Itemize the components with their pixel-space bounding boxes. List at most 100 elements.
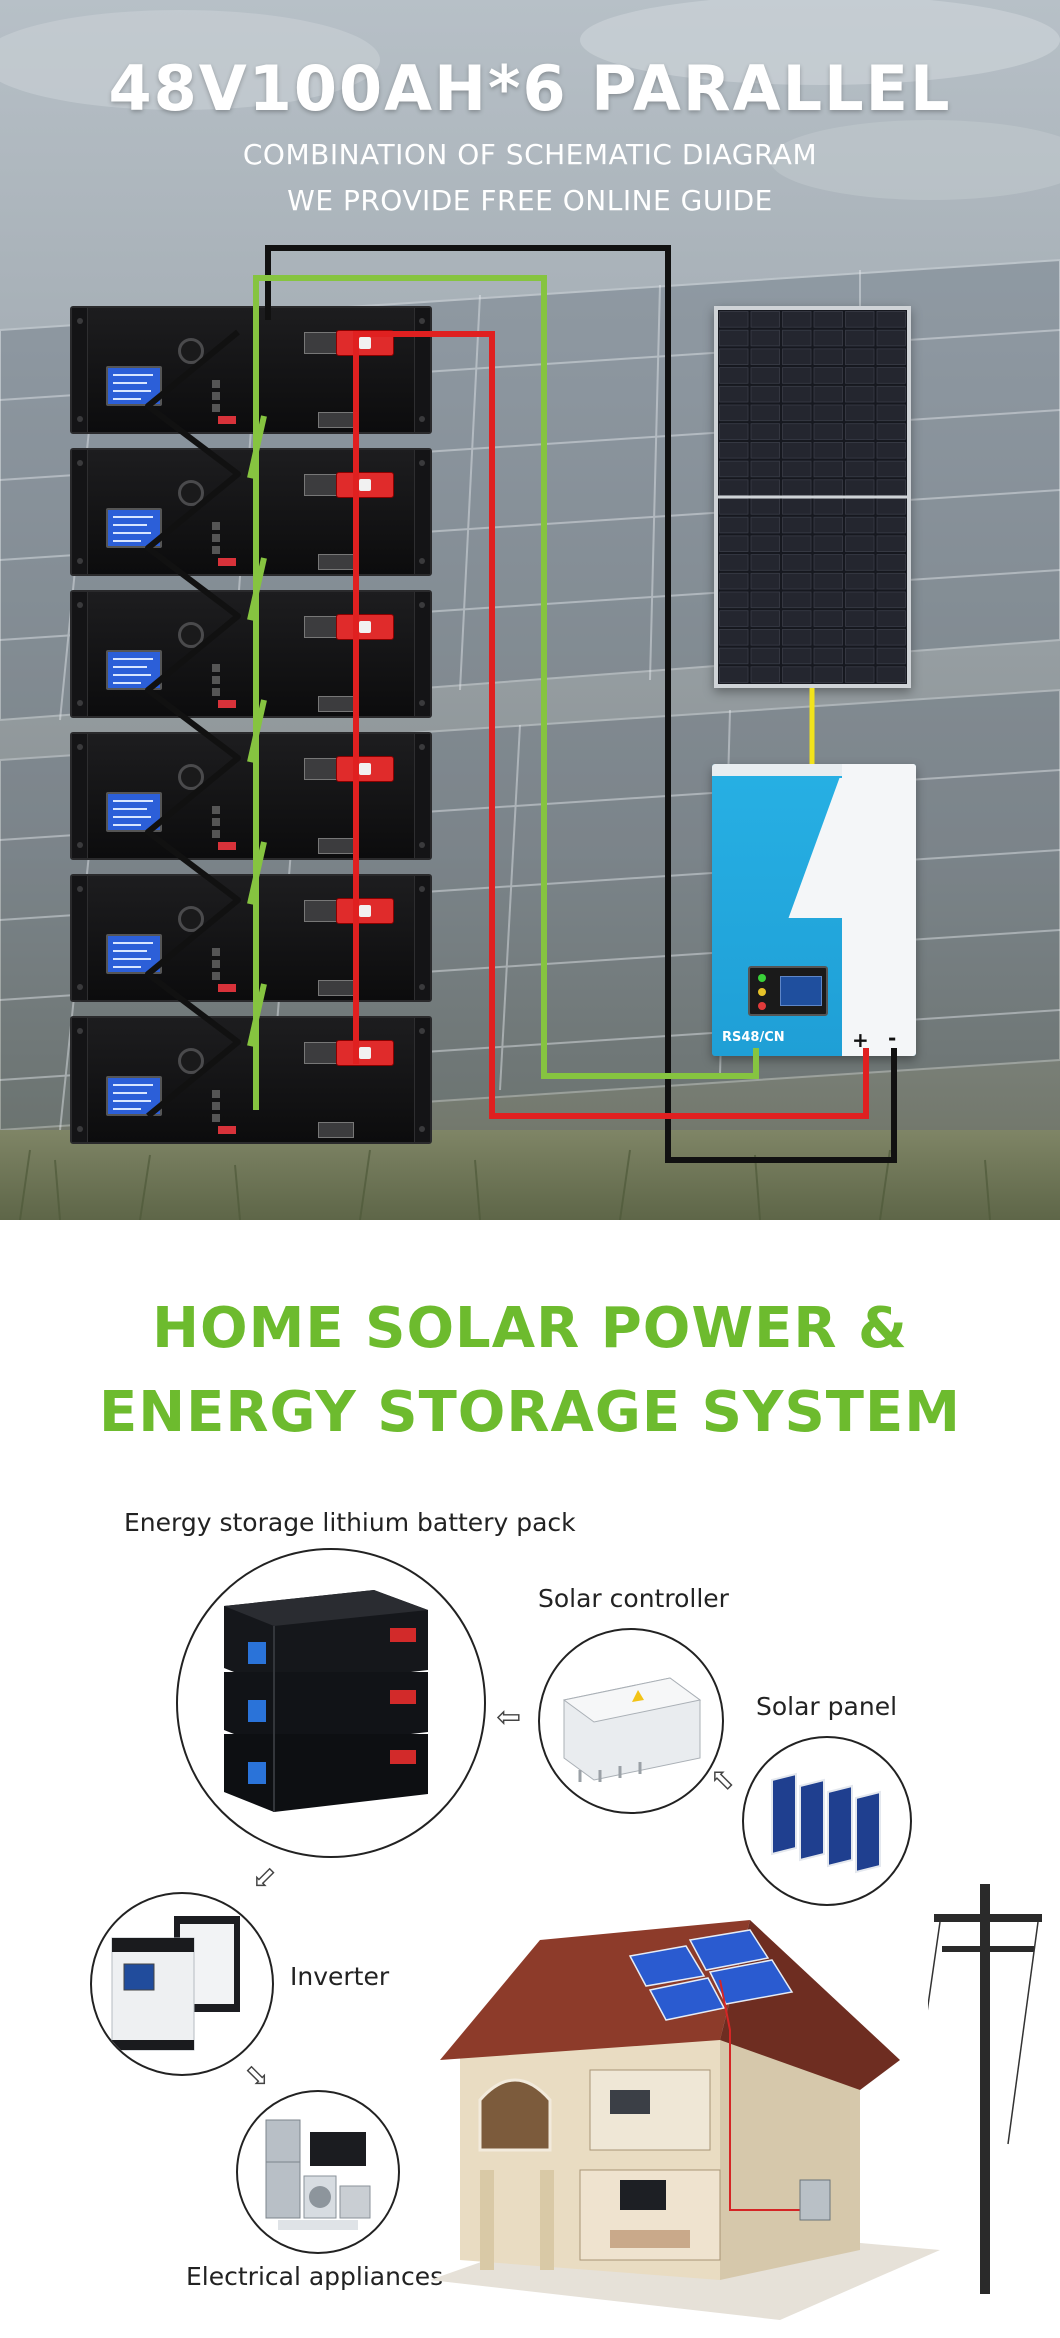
appliances-illustration [265,2119,371,2230]
solar-cell [876,572,906,590]
solar-cell [719,591,749,609]
solar-cell [876,535,906,552]
solar-cell [782,535,812,552]
solar-cell [719,329,749,347]
solar-cell [813,348,843,366]
battery-pack-illustration [224,1590,428,1812]
communication-main-wire [253,275,759,1110]
solar-panel [714,306,911,688]
negative-main-wire [265,245,897,1163]
solar-cell [876,554,906,571]
inverter-display [748,966,828,1016]
solar-cell [719,516,749,534]
solar-cell [813,628,843,646]
solar-cell [782,348,812,366]
battery-terminal [336,1040,394,1066]
solar-cell [813,329,843,347]
solar-panel-label: Solar panel [756,1692,898,1721]
solar-cell [719,535,749,552]
solar-cell [719,572,749,590]
solar-cell [876,367,906,384]
solar-cell [782,628,812,646]
inverter-illustration [111,1916,240,2051]
solar-cell [813,423,843,440]
solar-controller-circle [538,1628,724,1814]
solar-cell [876,423,906,440]
arrow-left-icon: ⇦ [496,1700,522,1735]
battery-module [70,590,432,718]
solar-cell [782,516,812,534]
solar-cell [813,404,843,422]
solar-cell [750,535,780,552]
solar-cell [719,348,749,366]
solar-cell [782,460,812,478]
battery-lcd [106,508,162,548]
solar-cell [845,572,875,590]
solar-cell [876,441,906,459]
hybrid-inverter: RS48/CN + - [712,764,916,1056]
solar-cell [813,647,843,665]
battery-terminal [336,756,394,782]
solar-cell [813,535,843,552]
solar-cell [782,554,812,571]
solar-cell [876,348,906,366]
solar-cell [719,441,749,459]
appliances-circle [236,2090,400,2254]
solar-cell [845,404,875,422]
solar-cell [782,311,812,328]
appliances-label: Electrical appliances [186,2262,444,2291]
schematic-guide-note: WE PROVIDE FREE ONLINE GUIDE [287,184,773,217]
solar-controller-label: Solar controller [538,1584,729,1613]
battery-communication-jumper [247,841,267,905]
solar-cell [845,647,875,665]
battery-pack-label: Energy storage lithium battery pack [124,1508,576,1537]
solar-cell [813,385,843,403]
solar-cell [782,647,812,665]
solar-cell [782,441,812,459]
solar-cell [845,666,875,683]
solar-cell [750,554,780,571]
solar-cell [719,385,749,403]
solar-cell [876,385,906,403]
solar-cell [782,572,812,590]
solar-cell [750,591,780,609]
solar-cell [876,628,906,646]
system-title-line1: HOME SOLAR POWER & [152,1296,908,1361]
solar-cell [876,591,906,609]
battery-communication-jumper [247,699,267,763]
solar-cell [750,329,780,347]
solar-cell [782,385,812,403]
solar-cell [813,554,843,571]
solar-cell [845,554,875,571]
schematic-title: 48V100AH*6 PARALLEL [108,52,952,125]
solar-cell [750,404,780,422]
solar-cell [813,666,843,683]
arrow-down-left-icon: ⬃ [252,1860,278,1895]
solar-cell [876,404,906,422]
solar-cell [845,367,875,384]
inverter-label: Inverter [290,1962,390,1991]
solar-cell [876,516,906,534]
solar-cell [719,460,749,478]
schematic-subtitle: COMBINATION OF SCHEMATIC DIAGRAM [242,138,818,171]
solar-cell [782,591,812,609]
solar-cell [719,666,749,683]
solar-cell [719,647,749,665]
house-illustration [430,1920,940,2320]
solar-cell [813,367,843,384]
solar-cell [813,441,843,459]
solar-cell [719,311,749,328]
positive-main-wire [353,331,869,1119]
solar-cell [845,460,875,478]
battery-terminal [336,898,394,924]
battery-module [70,306,432,434]
solar-cell [813,610,843,627]
solar-cell [750,460,780,478]
solar-cell [750,610,780,627]
solar-cell [719,404,749,422]
solar-cell [719,423,749,440]
solar-cell [845,441,875,459]
solar-cell [876,666,906,683]
power-pole-illustration [928,1884,1042,2294]
solar-cell [813,591,843,609]
